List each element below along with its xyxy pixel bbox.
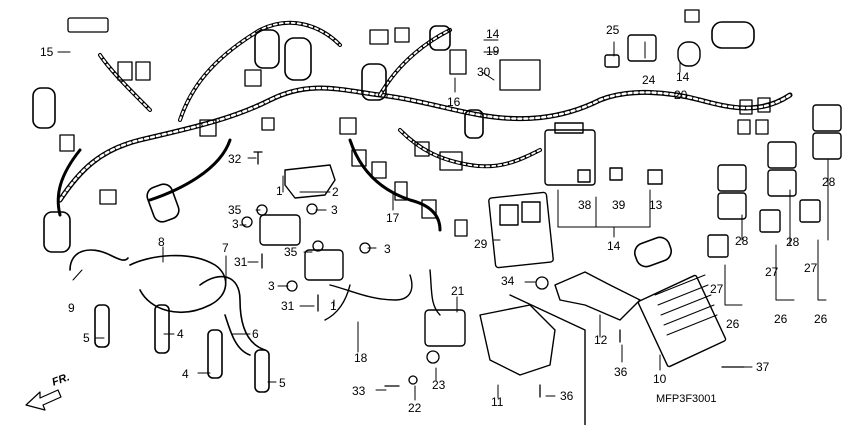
callout-35: 35 (228, 203, 242, 217)
callout-38: 38 (578, 198, 592, 212)
callout-34: 34 (501, 274, 515, 288)
callout-3: 3 (384, 242, 391, 256)
leader-lines (57, 39, 829, 401)
callout-3: 3 (232, 217, 239, 231)
callout-32: 32 (228, 152, 242, 166)
callout-3: 3 (268, 279, 275, 293)
callout-26: 26 (774, 312, 788, 326)
callout-36: 36 (560, 389, 574, 403)
callout-27: 27 (765, 265, 779, 279)
callout-16: 16 (447, 95, 461, 109)
callout-21: 21 (451, 284, 465, 298)
callout-26: 26 (726, 317, 740, 331)
callout-4: 4 (182, 367, 189, 381)
relays (707, 104, 842, 258)
callout-7: 7 (222, 241, 229, 255)
callout-22: 22 (408, 401, 422, 415)
callout-1: 1 (276, 184, 283, 198)
bolts-and-nuts (241, 151, 745, 398)
brackets (284, 164, 641, 376)
callout-27: 27 (710, 282, 724, 296)
callout-14: 14 (486, 27, 500, 41)
callout-26: 26 (814, 312, 828, 326)
callout-23: 23 (432, 378, 446, 392)
callout-8: 8 (158, 235, 165, 249)
callout-10: 10 (653, 372, 667, 386)
callout-12: 12 (594, 333, 608, 347)
callout-18: 18 (354, 351, 368, 365)
callout-28: 28 (822, 175, 836, 189)
callout-37: 37 (756, 360, 770, 374)
divider-line (509, 294, 586, 426)
callout-5: 5 (83, 331, 90, 345)
callout-35: 35 (284, 245, 298, 259)
electrical-components (259, 34, 727, 368)
callout-11: 11 (491, 395, 504, 409)
callout-28: 28 (735, 234, 749, 248)
callout-13: 13 (649, 198, 663, 212)
callout-29: 29 (474, 237, 488, 251)
callout-2: 2 (332, 185, 339, 199)
callout-24: 24 (642, 73, 656, 87)
callout-31: 31 (281, 299, 295, 313)
callout-4: 4 (177, 327, 184, 341)
callout-1: 1 (330, 299, 337, 313)
callout-9: 9 (68, 301, 75, 315)
callout-17: 17 (386, 211, 400, 225)
callout-39: 39 (612, 198, 626, 212)
callout-6: 6 (252, 327, 259, 341)
callout-5: 5 (279, 376, 286, 390)
callout-19: 19 (486, 44, 500, 58)
drawing-code: MFP3F3001 (656, 393, 717, 405)
main-wire-harness (56, 20, 793, 232)
callout-14: 14 (676, 70, 690, 84)
spark-plug-wires (69, 249, 270, 393)
callout-25: 25 (606, 23, 620, 37)
callout-33: 33 (352, 384, 366, 398)
callout-27: 27 (804, 261, 818, 275)
callout-30: 30 (477, 65, 491, 79)
callout-3: 3 (331, 203, 338, 217)
callout-28: 28 (786, 235, 800, 249)
callout-20: 20 (674, 88, 688, 102)
front-direction-arrow-icon (25, 389, 62, 411)
callout-31: 31 (234, 255, 248, 269)
callout-36: 36 (614, 365, 628, 379)
callout-14: 14 (607, 239, 621, 253)
harness-connectors (59, 9, 771, 237)
callout-15: 15 (40, 45, 54, 59)
ignition-coils (32, 21, 755, 268)
